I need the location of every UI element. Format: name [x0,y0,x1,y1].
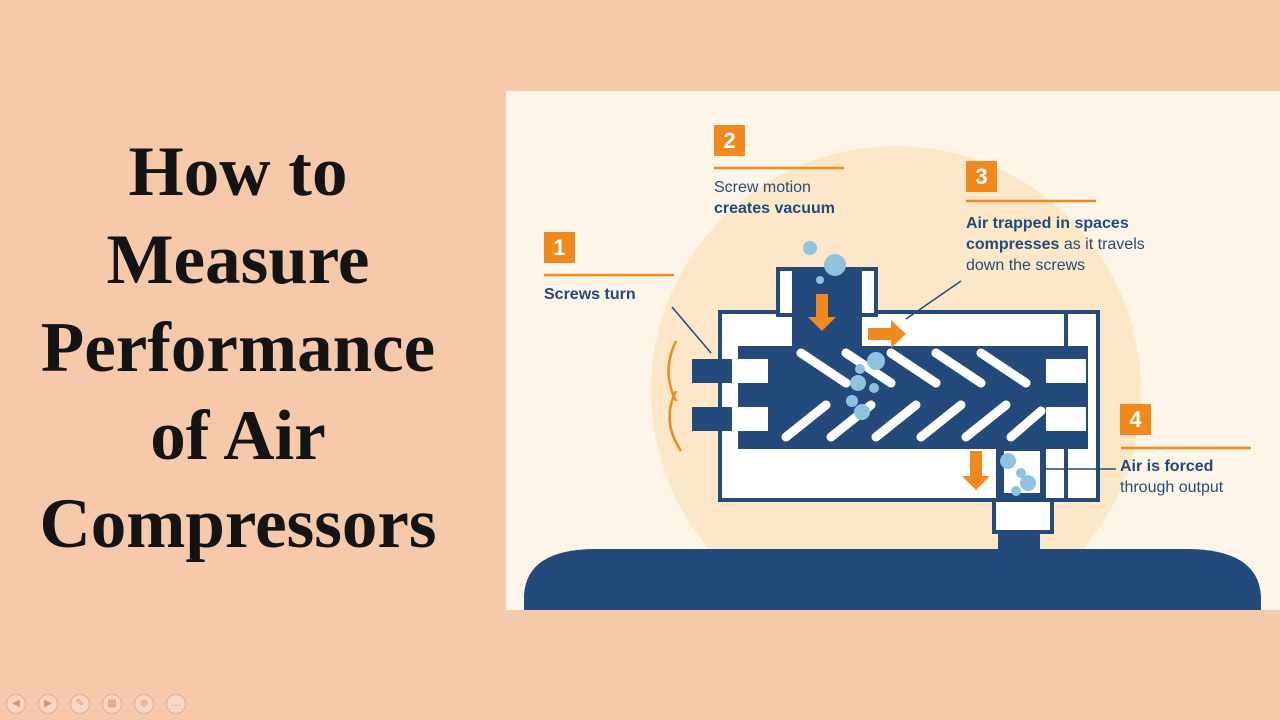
step-3-text2: as it travels [1059,236,1145,253]
slide-sorter-button[interactable]: ▦ [102,694,122,714]
step-3-badge: 3 [966,161,997,192]
step-3-text3: down the screws [966,257,1086,274]
step-3-bold2: compresses [966,236,1060,253]
more-options-button[interactable]: … [166,694,186,714]
title-line: Compressors [39,485,437,563]
step-2-bold: creates vacuum [714,200,835,217]
step-1-label: Screws turn [544,286,636,303]
pen-tool-button[interactable]: ✎ [70,694,90,714]
title-line: How to [128,133,348,211]
screw-compressor-illustration [506,91,1280,610]
shaft-upper [692,359,732,383]
shaft-lower [692,407,732,431]
step-2-text: Screw motion [714,179,811,196]
step-4-badge: 4 [1120,404,1151,435]
step-4-label: Air is forced through output [1120,456,1223,498]
step-4-bold: Air is forced [1120,458,1214,475]
label-rules [544,166,1251,450]
step-3-label: Air trapped in spaces compresses as it t… [966,213,1145,276]
step-2-badge: 2 [714,125,745,156]
title-line: Measure [106,221,370,299]
previous-slide-button[interactable]: ◀ [6,694,26,714]
title-line: of Air [150,397,326,475]
step-2-label: Screw motion creates vacuum [714,177,835,219]
step-3-bold1: Air trapped in spaces [966,215,1129,232]
step-1-badge: 1 [544,232,575,263]
compressor-diagram: 1 Screws turn 2 Screw motion creates vac… [506,91,1280,610]
tank-base [524,549,1261,610]
slide-title: How to Measure Performance of Air Compre… [0,128,476,568]
title-line: Performance [40,309,436,387]
air-bubbles [803,241,1036,496]
zoom-button[interactable]: ⊕ [134,694,154,714]
output-pipe [992,498,1054,534]
flow-arrows [808,294,990,490]
step-4-text: through output [1120,479,1224,496]
rotation-arrows [667,340,683,452]
next-slide-button[interactable]: ▶ [38,694,58,714]
